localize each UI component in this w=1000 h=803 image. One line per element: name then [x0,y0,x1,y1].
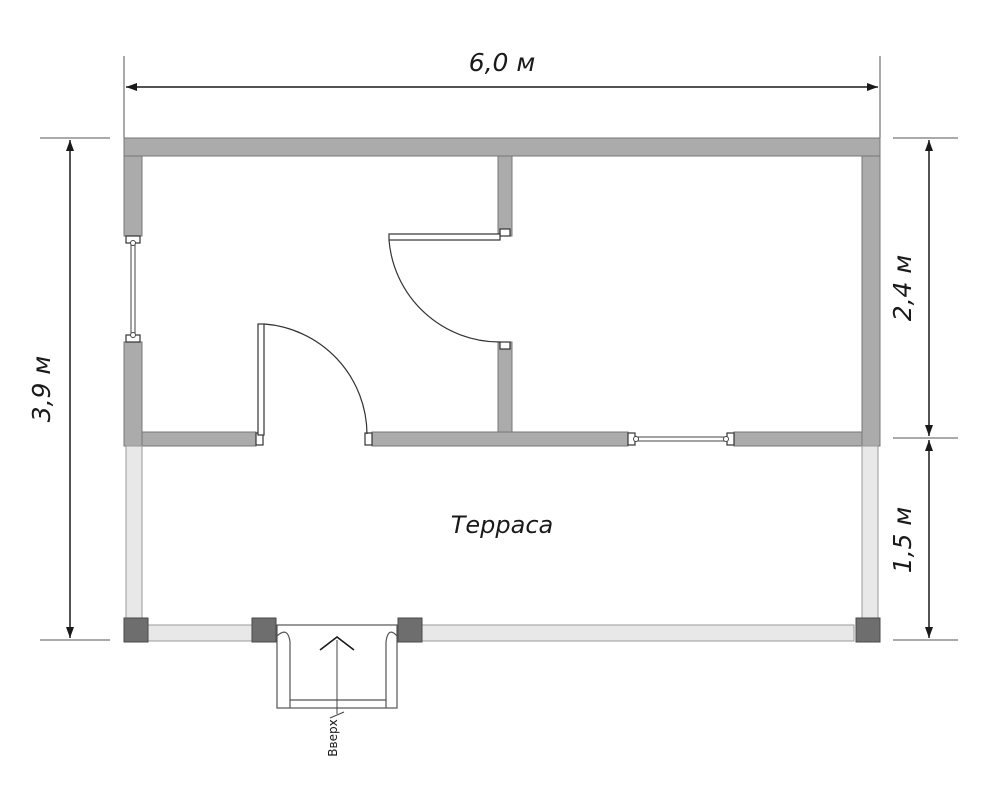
dimension-rooms-label: 2,4 м [888,255,917,322]
door-interior [388,233,501,343]
up-arrow-icon [319,635,355,651]
stairs: Вверх [276,624,398,757]
window-left [130,240,136,338]
dimension-top: 6,0 м [123,48,881,138]
room-label-terrace: Терраса [451,511,554,539]
dimension-height-label: 3,9 м [27,356,56,423]
dimension-right: 2,4 м 1,5 м [888,137,958,641]
dimension-left: 3,9 м [27,137,110,641]
door-terrace [257,323,368,436]
wall-jambs [125,228,735,446]
terrace-railing [125,445,879,642]
window-interior [633,436,729,442]
dimension-terrace-label: 1,5 м [888,507,917,574]
dimension-width-label: 6,0 м [469,48,536,77]
stairs-label: Вверх [326,719,340,756]
walls [123,137,881,447]
terrace-posts [123,617,881,643]
